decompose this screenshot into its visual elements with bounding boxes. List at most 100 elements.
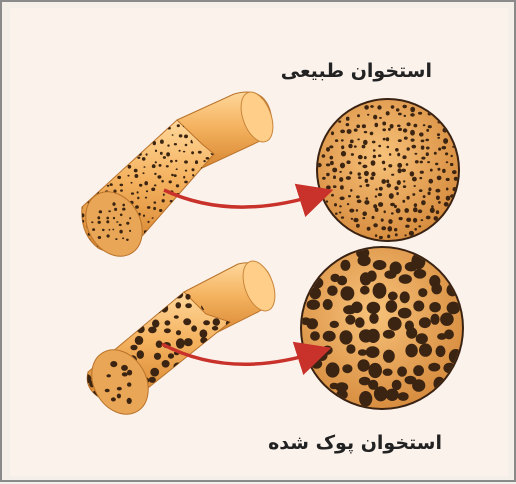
pore: [398, 308, 412, 319]
pore: [171, 174, 174, 176]
pore: [163, 380, 169, 387]
pore: [340, 130, 345, 134]
pore: [163, 156, 166, 159]
pore: [345, 315, 355, 325]
pore: [162, 360, 170, 368]
pore: [360, 286, 370, 295]
pore: [184, 135, 188, 139]
pore: [109, 229, 111, 231]
pore: [402, 155, 406, 159]
pore: [96, 183, 98, 185]
pore: [161, 401, 168, 409]
pore: [179, 237, 182, 239]
pore: [356, 209, 358, 212]
pore: [426, 147, 430, 150]
pore: [127, 175, 129, 177]
pore: [129, 217, 131, 219]
pore: [157, 175, 161, 178]
pore: [97, 164, 100, 167]
pore: [351, 218, 353, 220]
pore: [192, 168, 195, 171]
pore: [167, 144, 169, 146]
pore: [203, 160, 205, 162]
pore: [121, 365, 128, 371]
pore: [437, 133, 440, 136]
pore: [154, 304, 162, 314]
pore: [145, 133, 149, 136]
pore: [450, 163, 453, 166]
pore: [80, 320, 87, 327]
pore: [421, 219, 424, 221]
pore: [175, 291, 184, 299]
pore: [90, 172, 93, 175]
pore: [96, 150, 99, 154]
pore: [185, 144, 188, 146]
pore: [160, 140, 164, 144]
pore: [331, 131, 334, 135]
pore: [108, 210, 111, 212]
pore: [177, 249, 181, 253]
pore: [160, 152, 163, 155]
pore: [170, 160, 173, 163]
pore: [368, 363, 382, 378]
pore: [143, 166, 145, 168]
pore: [199, 236, 202, 239]
pore: [155, 133, 157, 135]
pore: [116, 221, 118, 223]
pore: [198, 151, 202, 154]
pore: [117, 394, 121, 399]
pore: [362, 165, 367, 169]
pore: [388, 219, 392, 224]
pore: [362, 211, 367, 216]
pore: [155, 161, 157, 163]
pore: [199, 349, 205, 355]
pore: [154, 201, 157, 203]
pore: [214, 381, 220, 387]
pore: [341, 139, 344, 141]
pore: [127, 160, 129, 163]
pore: [362, 145, 366, 149]
pore: [196, 363, 205, 373]
pore: [364, 200, 369, 205]
pore: [122, 372, 128, 376]
pore: [174, 315, 179, 319]
pore: [176, 338, 185, 348]
pore: [426, 216, 431, 220]
pore: [351, 153, 354, 156]
pore: [104, 166, 107, 168]
pore: [179, 229, 182, 232]
pore: [176, 330, 181, 335]
pore: [112, 301, 120, 307]
pore: [79, 229, 82, 232]
pore: [161, 128, 165, 131]
pore: [348, 195, 351, 197]
pore: [106, 176, 109, 179]
pore: [117, 387, 122, 391]
pore: [223, 341, 229, 347]
pore: [129, 230, 131, 232]
pore: [142, 172, 144, 174]
pore: [153, 230, 156, 233]
pore: [404, 137, 408, 140]
pore: [437, 176, 442, 181]
pore: [438, 201, 441, 204]
pore: [98, 221, 101, 224]
pore: [142, 313, 148, 320]
pore: [444, 329, 454, 339]
pore: [406, 196, 409, 200]
pore: [148, 327, 157, 334]
pore: [387, 146, 390, 148]
pore: [423, 124, 426, 126]
pore: [322, 177, 326, 180]
pore: [386, 180, 389, 184]
pore: [82, 173, 85, 177]
pore: [94, 329, 101, 336]
pore: [215, 193, 219, 196]
pore: [93, 287, 101, 296]
pore: [130, 345, 137, 351]
pore: [218, 183, 220, 185]
pore: [81, 238, 83, 240]
pore: [103, 307, 110, 314]
pore: [206, 157, 210, 160]
pore: [403, 128, 407, 132]
